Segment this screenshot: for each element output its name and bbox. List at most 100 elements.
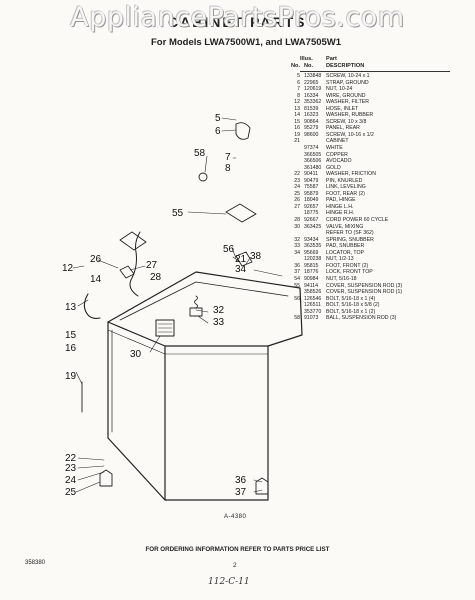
callout-label: 27 — [146, 260, 158, 271]
cabinet-rear-flange — [107, 321, 269, 355]
illus-number: 24 — [294, 184, 300, 191]
part-description: PAD, SNUBBER — [326, 243, 365, 250]
parts-row: 361480 GOLD — [286, 165, 472, 172]
part-description: PIN, KNURLED — [326, 177, 363, 184]
illus-number: 21 — [294, 138, 300, 145]
callout-label: 25 — [65, 487, 77, 498]
part-description: VALVE, MIXING — [326, 223, 364, 230]
part-number: 95669 — [304, 249, 319, 256]
header-illus: Illus. — [300, 56, 313, 62]
part-description: NUT, 10-24 — [326, 86, 353, 93]
illus-number: 15 — [294, 118, 300, 125]
callout-label: 55 — [172, 208, 184, 219]
part-number: 94114 — [304, 282, 319, 289]
callout-label: 38 — [250, 251, 262, 262]
part-number: 18775 — [304, 210, 319, 217]
part-description: GOLD — [326, 164, 341, 171]
part-number: 92657 — [304, 203, 319, 210]
illus-number: 22 — [294, 171, 300, 178]
parts-row: REFER TO (SF 362) — [286, 230, 472, 237]
callout-label: 21 — [235, 254, 247, 265]
part-description: LINK, LEVELING — [326, 184, 366, 191]
part-description: CABINET — [326, 138, 349, 145]
document-code: 358380 — [25, 560, 46, 566]
part-number: 90864 — [304, 118, 319, 125]
header-no-2: No. — [304, 63, 314, 69]
power-cord-shape — [129, 231, 141, 297]
part-number: 81539 — [304, 105, 319, 112]
part-description: WASHER, RUBBER — [326, 112, 374, 119]
illus-number: 28 — [294, 217, 300, 224]
part-description: FOOT, REAR (2) — [326, 190, 365, 197]
part-number: 361480 — [304, 164, 322, 171]
part-description: PAD, HINGE — [326, 197, 356, 204]
callout-label: 26 — [90, 254, 102, 265]
part-description: NUT, 1/2-13 — [326, 256, 354, 263]
callout-label: 8 — [225, 163, 231, 174]
part-description: SCREW, 10-24 x 1 — [326, 73, 370, 79]
illus-number: 30 — [294, 223, 300, 230]
callout-label: 19 — [65, 371, 77, 382]
cabinet-outline — [107, 271, 303, 501]
part-number: 90411 — [304, 171, 319, 178]
illus-number: 56 — [294, 295, 300, 302]
rear-foot-shape — [99, 469, 113, 487]
suspension-ball-shape — [198, 172, 208, 182]
part-number: 95879 — [304, 190, 319, 197]
front-foot-shape — [255, 477, 269, 495]
illus-number: 36 — [294, 262, 300, 269]
part-number: 16334 — [304, 92, 319, 99]
illus-number: 27 — [294, 203, 300, 210]
part-description: COPPER — [326, 151, 348, 158]
callout-label: 23 — [65, 463, 77, 474]
part-number: 90479 — [304, 177, 319, 184]
part-description: FOOT, FRONT (2) — [326, 262, 369, 269]
suspension-cover-left — [119, 231, 147, 251]
ground-strap-shape — [235, 122, 251, 140]
page-subtitle: For Models LWA7500W1, and LWA7505W1 — [151, 37, 342, 48]
parts-row: 30 363425 VALVE, MIXING — [286, 224, 472, 231]
illus-number: 19 — [294, 131, 300, 138]
illus-number: 54 — [294, 275, 300, 282]
part-description: LOCATOR, TOP — [326, 249, 364, 256]
callout-label: 5 — [215, 113, 221, 124]
part-number: 90984 — [304, 275, 319, 282]
parts-table-header-row2: No. No. DESCRIPTION — [286, 63, 472, 70]
part-description: CORD POWER 60 CYCLE — [326, 217, 389, 224]
part-description: AVOCADO — [326, 158, 352, 165]
part-number: 16323 — [304, 112, 319, 119]
callout-label: 12 — [62, 263, 74, 274]
part-description: BOLT, 5/16-18 x 1 (4) — [326, 295, 376, 302]
hinge-left-shape — [119, 265, 135, 279]
part-number: 22965 — [304, 79, 319, 86]
part-description: WASHER, FRICTION — [326, 171, 376, 178]
cabinet-top-front — [107, 321, 269, 347]
part-description: BALL, SUSPENSION ROD (3) — [326, 315, 397, 322]
part-description: BOLT, 5/16-18 x 5/8 (2) — [326, 302, 380, 309]
callout-label: 58 — [194, 148, 206, 159]
callout-label: 14 — [90, 274, 102, 285]
part-number: 126546 — [304, 295, 322, 302]
part-number: 363425 — [304, 223, 322, 230]
illus-number: 32 — [294, 236, 300, 243]
illus-number: 55 — [294, 282, 300, 289]
cabinet-inner-rim — [119, 281, 289, 321]
illus-number: 8 — [297, 92, 300, 99]
